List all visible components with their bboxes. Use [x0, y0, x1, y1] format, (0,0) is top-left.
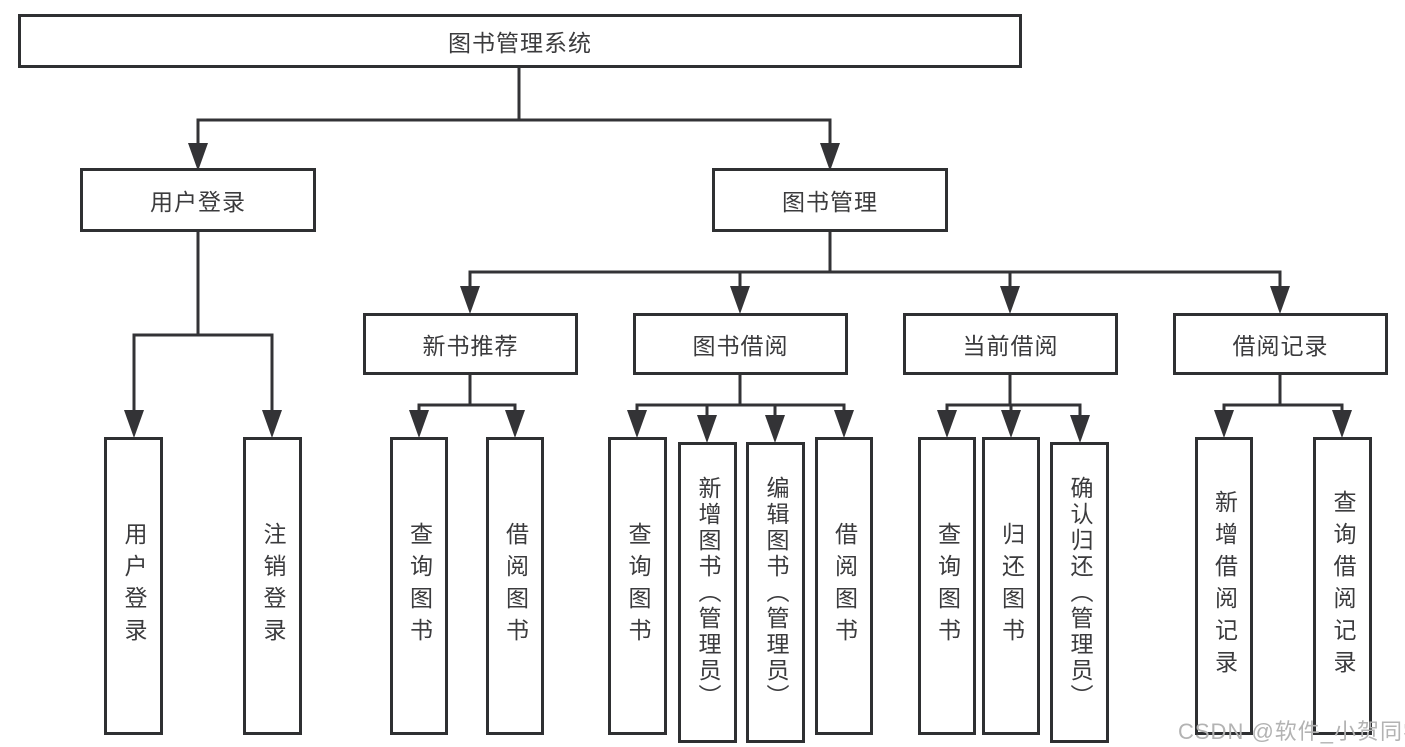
leaf-user-login: 用户登录: [104, 437, 163, 735]
leaf-borrow-books-recommend: 借阅图书: [486, 437, 544, 735]
leaf-logout: 注销登录: [243, 437, 302, 735]
node-borrow-records: 借阅记录: [1173, 313, 1388, 375]
leaf-add-borrow-record: 新增借阅记录: [1195, 437, 1253, 735]
tree-edges: [132, 68, 1344, 421]
leaf-edit-book-admin: 编辑图书（管理员）: [746, 442, 805, 743]
leaf-borrow-books: 借阅图书: [815, 437, 873, 735]
leaf-return-books: 归还图书: [982, 437, 1040, 735]
node-current-borrow: 当前借阅: [903, 313, 1118, 375]
leaf-query-books-current: 查询图书: [918, 437, 976, 735]
arrowheads: [124, 143, 1352, 443]
node-new-book-recommend: 新书推荐: [363, 313, 578, 375]
node-book-management: 图书管理: [712, 168, 948, 232]
leaf-query-books-borrow: 查询图书: [608, 437, 667, 735]
leaf-query-borrow-record: 查询借阅记录: [1313, 437, 1372, 735]
watermark: CSDN @软件_小贺同学: [1178, 719, 1405, 744]
leaf-add-book-admin: 新增图书（管理员）: [678, 442, 737, 743]
leaf-query-books-recommend: 查询图书: [390, 437, 448, 735]
node-book-borrow: 图书借阅: [633, 313, 848, 375]
node-root-system: 图书管理系统: [18, 14, 1022, 68]
node-user-login: 用户登录: [80, 168, 316, 232]
leaf-confirm-return-admin: 确认归还（管理员）: [1050, 442, 1109, 743]
